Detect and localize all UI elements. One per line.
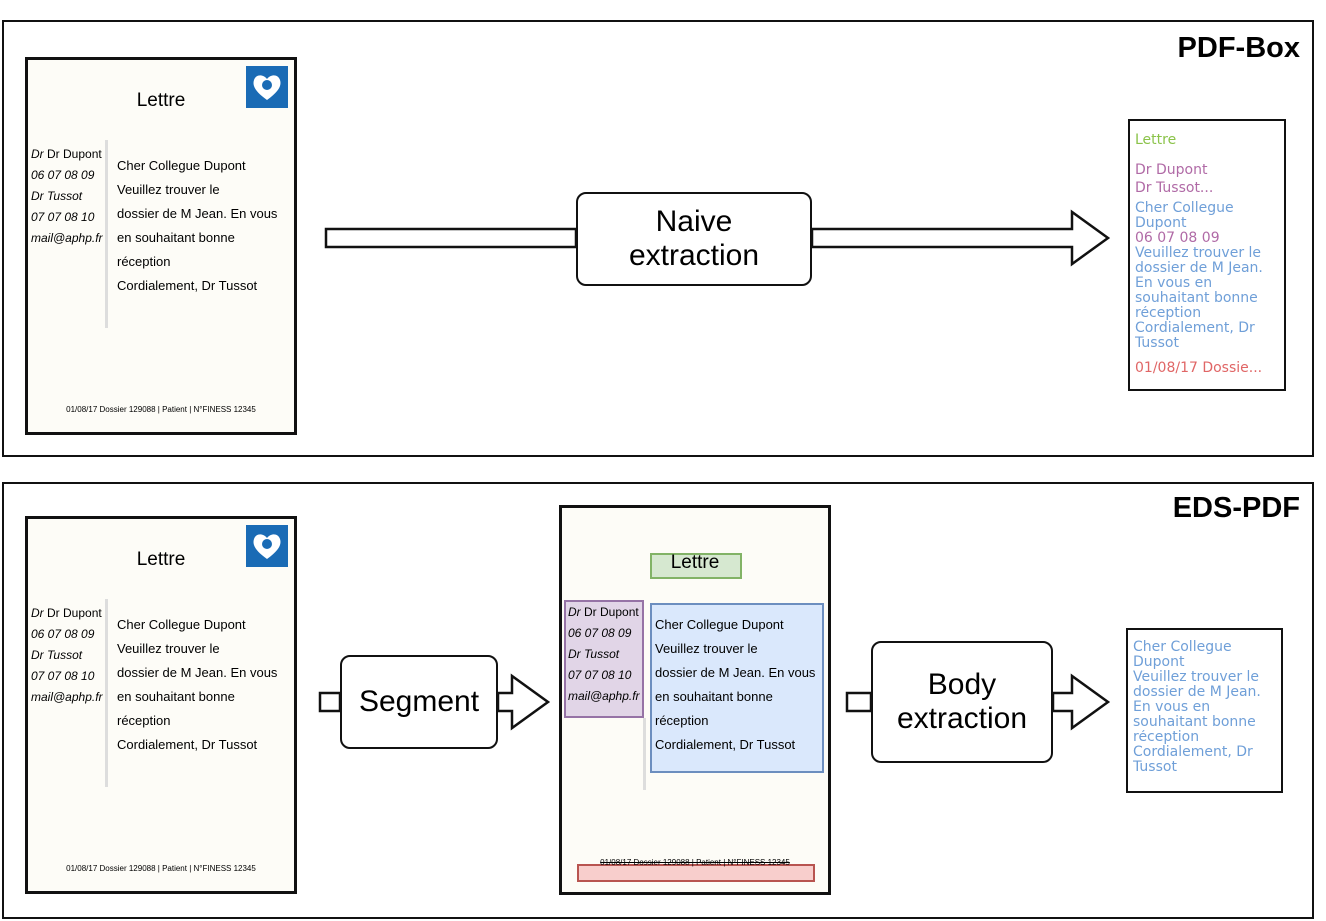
out-body: réception xyxy=(1133,730,1200,745)
out-body: Tussot xyxy=(1135,336,1179,351)
out-body: Cordialement, Dr xyxy=(1135,321,1255,336)
letter-title: Lettre xyxy=(670,552,720,573)
body-line: dossier de M Jean. En vous xyxy=(117,665,278,680)
out-body: souhaitant bonne xyxy=(1133,715,1256,730)
letter-title: Lettre xyxy=(136,90,186,111)
body-extraction-step: Body extraction xyxy=(871,641,1053,763)
segment-footer-box xyxy=(577,864,815,882)
naive-extraction-output: Lettre Dr Dupont Dr Tussot... Cher Colle… xyxy=(1128,119,1286,391)
body-line: réception xyxy=(117,713,171,728)
out-body: Cordialement, Dr xyxy=(1133,745,1253,760)
sidebar-line: 06 07 08 09 xyxy=(31,168,95,182)
out-footer: 01/08/17 Dossie... xyxy=(1135,361,1263,376)
sidebar-line: Dr Tussot xyxy=(31,648,83,662)
sidebar-line: Dr Dr Dupont xyxy=(31,606,102,620)
sidebar-line: Dr Tussot xyxy=(31,189,83,203)
letter-body: Cher Collegue Dupont Veuillez trouver le… xyxy=(655,613,815,757)
letter-body: Cher Collegue Dupont Veuillez trouver le… xyxy=(117,613,277,757)
out-body: Dupont xyxy=(1135,216,1187,231)
sidebar-line: mail@aphp.fr xyxy=(31,690,103,704)
letter-title: Lettre xyxy=(136,549,186,570)
out-body: En vous en xyxy=(1135,276,1213,291)
sidebar-line: 07 07 08 10 xyxy=(31,210,95,224)
sidebar-line: mail@aphp.fr xyxy=(568,689,640,703)
letter-divider xyxy=(105,140,108,328)
out-title: Lettre xyxy=(1135,133,1177,148)
source-letter-top: Lettre Dr Dr Dupont 06 07 08 09 Dr Tusso… xyxy=(25,57,297,435)
letter-sidebar: Dr Dr Dupont 06 07 08 09 Dr Tussot 07 07… xyxy=(31,144,111,249)
sidebar-line: Dr Dr Dupont xyxy=(568,605,639,619)
letter-sidebar: Dr Dr Dupont 06 07 08 09 Dr Tussot 07 07… xyxy=(31,603,111,708)
out-sidebar: Dr Tussot... xyxy=(1135,181,1214,196)
arrow-from-body xyxy=(1051,673,1111,731)
sidebar-line: 07 07 08 10 xyxy=(568,668,632,682)
letter-sidebar: Dr Dr Dupont 06 07 08 09 Dr Tussot 07 07… xyxy=(568,602,648,707)
out-sidebar: Dr Dupont xyxy=(1135,163,1208,178)
body-line: réception xyxy=(655,713,709,728)
out-body: En vous en xyxy=(1133,700,1211,715)
arrow-from-segment xyxy=(496,673,551,731)
out-body: souhaitant bonne xyxy=(1135,291,1258,306)
body-line: en souhaitant bonne xyxy=(117,689,235,704)
out-body: Veuillez trouver le xyxy=(1133,670,1260,685)
segment-title-box xyxy=(650,553,742,579)
body-line: en souhaitant bonne xyxy=(655,689,773,704)
out-body: dossier de M Jean. xyxy=(1135,261,1263,276)
body-line: Cordialement, Dr Tussot xyxy=(117,278,258,293)
segment-sidebar-box xyxy=(564,600,644,718)
panel-title-edspdf: EDS-PDF xyxy=(1172,492,1300,524)
body-line: Cher Collegue Dupont xyxy=(117,158,246,173)
letter-footer: 01/08/17 Dossier 129088 | Patient | N°FI… xyxy=(600,858,790,867)
body-line: Cher Collegue Dupont xyxy=(655,617,784,632)
arrow-to-body xyxy=(845,691,873,713)
body-line: Veuillez trouver le xyxy=(117,182,220,197)
out-body: dossier de M Jean. xyxy=(1133,685,1261,700)
out-phone: 06 07 08 09 xyxy=(1135,231,1220,246)
body-line: Cordialement, Dr Tussot xyxy=(117,737,258,752)
body-line: Veuillez trouver le xyxy=(117,641,220,656)
naive-extraction-step: Naive extraction xyxy=(576,192,812,286)
sidebar-line: Dr Tussot xyxy=(568,647,620,661)
letter-footer: 01/08/17 Dossier 129088 | Patient | N°FI… xyxy=(66,405,256,414)
body-line: en souhaitant bonne xyxy=(117,230,235,245)
out-body: Cher Collegue xyxy=(1135,201,1234,216)
body-line: dossier de M Jean. En vous xyxy=(117,206,278,221)
source-letter-bottom: Lettre Dr Dr Dupont 06 07 08 09 Dr Tusso… xyxy=(25,516,297,894)
arrow-to-naive xyxy=(324,227,578,249)
body-line: réception xyxy=(117,254,171,269)
letter-footer: 01/08/17 Dossier 129088 | Patient | N°FI… xyxy=(66,864,256,873)
sidebar-line: 07 07 08 10 xyxy=(31,669,95,683)
sidebar-line: Dr Dr Dupont xyxy=(31,147,102,161)
out-body: Veuillez trouver le xyxy=(1135,246,1262,261)
segmented-letter: Lettre Dr Dr Dupont 06 07 08 09 Dr Tusso… xyxy=(559,505,831,895)
panel-title-pdfbox: PDF-Box xyxy=(1177,32,1300,64)
out-body: Cher Collegue xyxy=(1133,640,1232,655)
body-line: dossier de M Jean. En vous xyxy=(655,665,816,680)
aphp-logo-icon xyxy=(246,525,288,567)
segment-step: Segment xyxy=(340,655,498,749)
body-line: Cher Collegue Dupont xyxy=(117,617,246,632)
out-body: Dupont xyxy=(1133,655,1185,670)
out-body: réception xyxy=(1135,306,1202,321)
body-line: Veuillez trouver le xyxy=(655,641,758,656)
letter-body: Cher Collegue Dupont Veuillez trouver le… xyxy=(117,154,277,298)
arrow-to-segment xyxy=(318,691,342,713)
body-line: Cordialement, Dr Tussot xyxy=(655,737,796,752)
arrow-from-naive xyxy=(810,209,1111,267)
letter-divider xyxy=(105,599,108,787)
letter-divider xyxy=(643,718,646,790)
sidebar-line: 06 07 08 09 xyxy=(568,626,632,640)
segment-body-box xyxy=(650,603,824,773)
aphp-logo-icon xyxy=(246,66,288,108)
out-body: Tussot xyxy=(1133,760,1177,775)
sidebar-line: 06 07 08 09 xyxy=(31,627,95,641)
sidebar-line: mail@aphp.fr xyxy=(31,231,103,245)
body-extraction-output: Cher Collegue Dupont Veuillez trouver le… xyxy=(1126,628,1283,793)
